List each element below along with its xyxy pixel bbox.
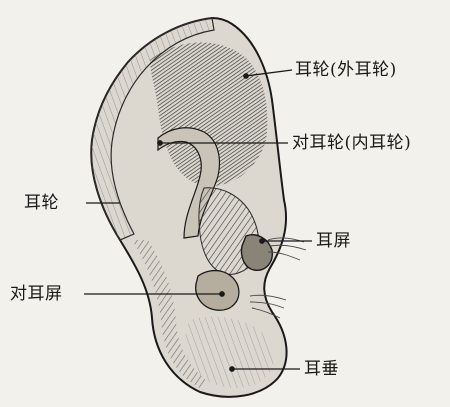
label-tragus: 耳屏	[316, 231, 351, 251]
label-earlobe: 耳垂	[304, 359, 339, 379]
label-antitragus: 对耳屏	[10, 284, 63, 304]
label-helix: 耳轮	[24, 193, 59, 213]
label-antihelix-inner: 对耳轮(内耳轮)	[292, 133, 411, 153]
label-helix-outer: 耳轮(外耳轮)	[295, 60, 397, 80]
